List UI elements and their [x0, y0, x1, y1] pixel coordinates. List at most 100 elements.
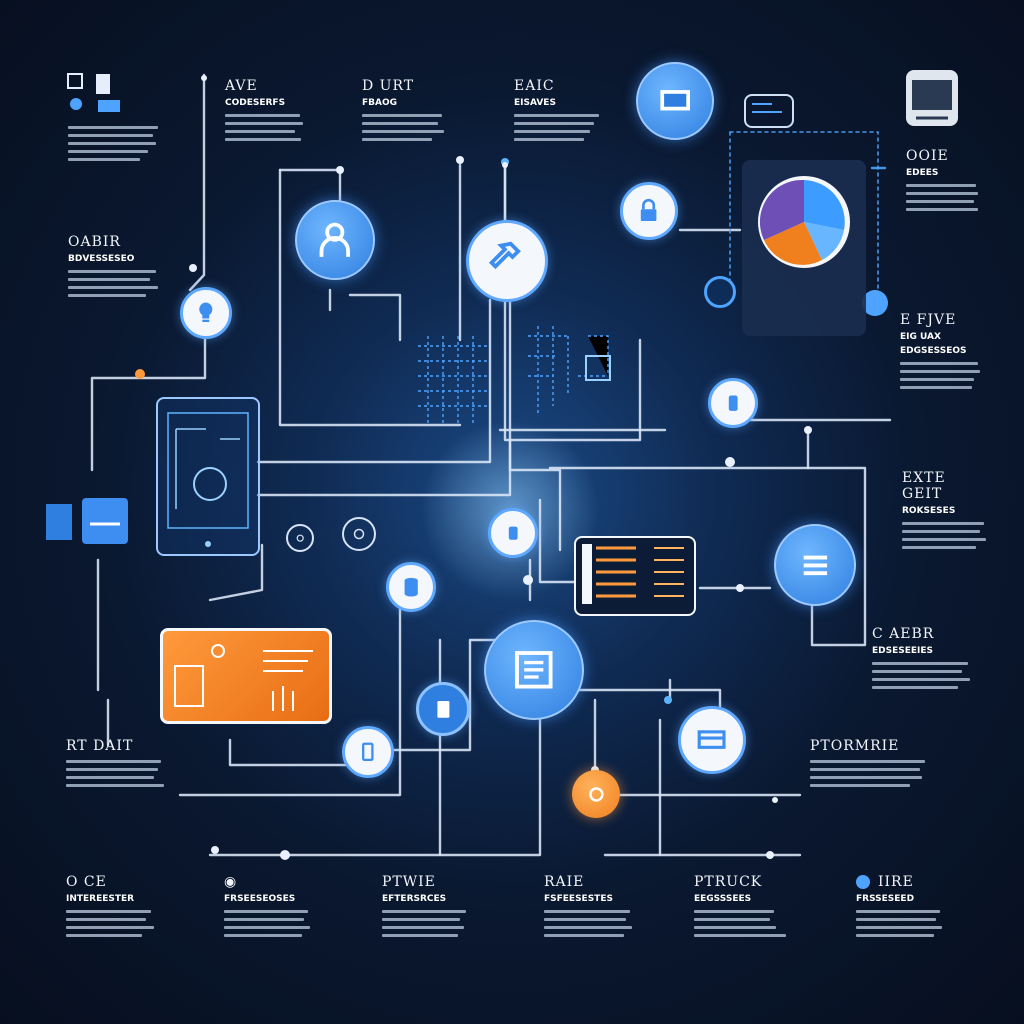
- info-block-bottom-4: RAIE FSFEESESTES: [544, 874, 654, 942]
- block-subtitle: EIG UAX: [900, 332, 941, 342]
- stacked-chart-panel[interactable]: [574, 536, 696, 616]
- info-block-bottom-6: IIRE FRSSESEED: [856, 874, 966, 942]
- info-block-bottom-2: ◉ FRSEESEOSES: [224, 874, 334, 942]
- settings-node[interactable]: [342, 517, 376, 551]
- block-subtitle: FRSEESEOSES: [224, 894, 296, 904]
- database-node[interactable]: [386, 562, 436, 612]
- block-title: OABIR: [68, 234, 121, 250]
- settings-icon: [353, 528, 365, 540]
- list-icon: [803, 555, 827, 575]
- server-icon: [436, 700, 449, 718]
- block-subtitle: FSFEESESTES: [544, 894, 613, 904]
- block-subtitle: FRSSESEED: [856, 894, 915, 904]
- circuit-panel-right: [528, 316, 618, 420]
- block-title: PTRUCK: [694, 874, 763, 890]
- block-subtitle-2: EDGSESSEOS: [900, 346, 967, 356]
- lock-node[interactable]: [620, 182, 678, 240]
- bar-chart-icon: [582, 544, 684, 604]
- database-icon: [404, 577, 418, 597]
- block-title: C AEBR: [872, 626, 935, 642]
- alert-icon: [588, 786, 604, 802]
- circuit-icon: [528, 326, 611, 416]
- block-title-2: GEIT: [902, 486, 943, 502]
- window-icon: [752, 103, 782, 113]
- folder-icon: [46, 498, 128, 544]
- small-monitor-panel: [744, 94, 794, 128]
- block-subtitle: EFTERSRCES: [382, 894, 447, 904]
- lightbulb-node[interactable]: [180, 287, 232, 339]
- info-block-right-3: EXTE GEIT ROKSESES: [902, 470, 1012, 554]
- block-title: EAIC: [514, 78, 555, 94]
- card-icon: [698, 730, 726, 750]
- device-panel: [906, 70, 958, 126]
- connector-node[interactable]: [488, 508, 538, 558]
- info-block-bottom-3: PTWIE EFTERSRCES: [382, 874, 492, 942]
- badge-node[interactable]: [708, 378, 758, 428]
- block-title: RAIE: [544, 874, 585, 890]
- dashboard-icon: [174, 644, 313, 711]
- lock-icon: [641, 199, 657, 222]
- info-block-top-2: AVE CODESERFS: [225, 78, 335, 146]
- storage-icon: [362, 742, 374, 762]
- block-title: OOIE: [906, 148, 949, 164]
- folder-icons: [44, 494, 130, 548]
- document-icon: [515, 651, 553, 689]
- ring-node[interactable]: [704, 276, 736, 308]
- block-title: PTWIE: [382, 874, 436, 890]
- info-block-top-4: EAIC EISAVES: [514, 78, 624, 146]
- block-title: O CE: [66, 874, 107, 890]
- block-title: ◉: [224, 874, 238, 890]
- block-subtitle: BDVESSESEO: [68, 254, 135, 264]
- tablet-panel[interactable]: [156, 397, 260, 556]
- plug-icon: [508, 526, 518, 540]
- block-title: E FJVE: [900, 312, 957, 328]
- info-block-top-3: D URT FBAOG: [362, 78, 472, 146]
- user-icon: [319, 222, 351, 258]
- card-node[interactable]: [678, 706, 746, 774]
- block-subtitle: EEGSSSEES: [694, 894, 752, 904]
- gear-node[interactable]: [286, 524, 314, 552]
- monitor-icon: [660, 89, 690, 111]
- pie-chart-panel[interactable]: [742, 160, 866, 336]
- blue-dot-node[interactable]: [862, 290, 888, 316]
- block-subtitle: EDEES: [906, 168, 939, 178]
- wrench-icon: [489, 241, 522, 270]
- info-block-right-4: C AEBR EDSESEEIES: [872, 626, 982, 694]
- top-left-icons: [66, 72, 126, 120]
- info-block-left-2: RT DAIT: [66, 738, 176, 792]
- storage-node[interactable]: [342, 726, 394, 778]
- orange-dashboard-panel[interactable]: [160, 628, 332, 724]
- house-icon: [67, 73, 120, 112]
- info-block-right-1: OOIE EDEES: [906, 148, 1016, 216]
- info-block-left-1: OABIR BDVESSESEO: [68, 234, 178, 302]
- tool-node[interactable]: [466, 220, 548, 302]
- alert-node[interactable]: [572, 770, 620, 818]
- info-block-bottom-1: O CE INTEREESTER: [66, 874, 176, 942]
- block-subtitle: EISAVES: [514, 98, 556, 108]
- block-title: EXTE: [902, 470, 946, 486]
- info-block-bottom-5: PTRUCK EEGSSSEES: [694, 874, 804, 942]
- server-node[interactable]: [416, 682, 470, 736]
- block-title: RT DAIT: [66, 738, 134, 754]
- block-title: PTORMRIE: [810, 738, 900, 754]
- block-subtitle: ROKSESES: [902, 506, 956, 516]
- block-title: IIRE: [856, 874, 966, 890]
- tablet-icon: [167, 412, 249, 547]
- monitor-node[interactable]: [636, 62, 714, 140]
- block-subtitle: FBAOG: [362, 98, 398, 108]
- printer-icon: [912, 80, 952, 120]
- gear-icon: [296, 534, 304, 542]
- info-block-top-1: [68, 120, 178, 166]
- block-subtitle: INTEREESTER: [66, 894, 135, 904]
- block-title: D URT: [362, 78, 415, 94]
- lightbulb-icon: [199, 302, 213, 323]
- info-block-right-2: E FJVE EIG UAX EDGSESSEOS: [900, 312, 1010, 394]
- user-node[interactable]: [295, 200, 375, 280]
- block-subtitle: CODESERFS: [225, 98, 286, 108]
- grid-icon: [418, 336, 488, 426]
- central-hub-node[interactable]: [484, 620, 584, 720]
- list-node[interactable]: [774, 524, 856, 606]
- badge-icon: [728, 395, 738, 411]
- block-title: AVE: [225, 78, 258, 94]
- block-subtitle: EDSESEEIES: [872, 646, 934, 656]
